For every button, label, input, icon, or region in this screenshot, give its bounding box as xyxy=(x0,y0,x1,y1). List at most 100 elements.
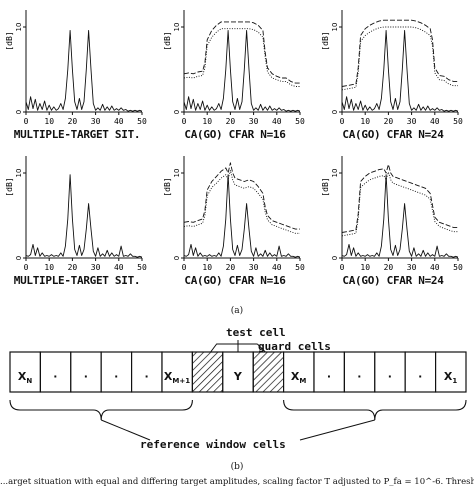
cell-label: Y xyxy=(221,370,255,383)
chart-title: MULTIPLE-TARGET SIT. xyxy=(13,274,141,287)
x-tick-label: 30 xyxy=(249,263,259,272)
x-tick-label: 50 xyxy=(295,263,305,272)
y-tick-label: 0 xyxy=(331,110,339,114)
cell-label-main: X xyxy=(443,370,453,383)
x-tick-label: 0 xyxy=(182,263,187,272)
x-tick-label: 50 xyxy=(453,117,463,126)
cell-label-main: X xyxy=(17,370,27,383)
x-tick-label: 40 xyxy=(430,263,440,272)
x-tick-label: 10 xyxy=(44,117,54,126)
x-tick-label: 10 xyxy=(360,117,370,126)
x-tick-label: 20 xyxy=(68,117,78,126)
x-tick-label: 20 xyxy=(226,117,236,126)
x-tick-label: 20 xyxy=(384,117,394,126)
y-tick-label: 10 xyxy=(331,169,339,178)
x-tick-label: 0 xyxy=(340,263,345,272)
reference-cell xyxy=(404,351,437,393)
guard-pointer-left xyxy=(210,343,258,353)
y-tick-label: 10 xyxy=(15,169,23,178)
cell-label-main: · xyxy=(53,370,58,383)
series-solid xyxy=(25,29,143,112)
cell-label: XM xyxy=(282,370,316,385)
cell-label: · xyxy=(373,370,407,383)
cell-label-main: · xyxy=(144,370,149,383)
brace-connector-right xyxy=(299,419,375,441)
x-tick-label: 40 xyxy=(272,263,282,272)
guard-cells-label: guard cells xyxy=(258,340,331,353)
y-axis-label: [dB] xyxy=(321,31,330,50)
series-solid xyxy=(341,174,459,258)
cell-label-main: · xyxy=(387,370,392,383)
cell-label-main: · xyxy=(326,370,332,383)
series-solid xyxy=(341,29,459,112)
x-tick-label: 30 xyxy=(91,117,101,126)
subfigure-label-b: (b) xyxy=(230,462,244,472)
cell-label-sub: M+1 xyxy=(172,377,191,386)
y-axis-label: [dB] xyxy=(163,31,172,50)
x-tick-label: 40 xyxy=(114,263,124,272)
x-tick-label: 10 xyxy=(202,263,212,272)
series-dotted xyxy=(341,26,458,91)
x-tick-label: 40 xyxy=(114,117,124,126)
x-tick-label: 20 xyxy=(68,263,78,272)
x-tick-label: 50 xyxy=(295,117,305,126)
y-tick-label: 0 xyxy=(15,256,23,260)
cell-label-sub: 1 xyxy=(452,377,458,386)
series-dashed xyxy=(183,21,300,84)
x-tick-label: 10 xyxy=(360,263,370,272)
cell-label-main: · xyxy=(418,370,423,383)
chart-title: CA(GO) CFAR N=16 xyxy=(184,128,286,141)
x-tick-label: 0 xyxy=(24,263,29,272)
y-axis-label: [dB] xyxy=(163,177,172,196)
y-tick-label: 10 xyxy=(173,23,181,32)
series-dotted xyxy=(341,171,458,237)
x-tick-label: 30 xyxy=(407,263,417,272)
x-tick-label: 50 xyxy=(137,117,147,126)
series-dotted xyxy=(183,169,300,234)
y-axis-label: [dB] xyxy=(321,177,330,196)
x-tick-label: 10 xyxy=(202,117,212,126)
cell-label: XN xyxy=(8,370,42,385)
cfar-window-diagram: test cell guard cells reference window c… xyxy=(0,322,474,462)
cell-label: · xyxy=(342,370,376,383)
cell-label: · xyxy=(403,370,437,383)
cell-label: · xyxy=(130,370,164,383)
x-tick-label: 50 xyxy=(137,263,147,272)
y-tick-label: 0 xyxy=(331,256,339,260)
cell-label-main: Y xyxy=(233,370,242,383)
reference-brace xyxy=(283,399,467,421)
series-solid xyxy=(25,174,143,258)
x-tick-label: 40 xyxy=(430,117,440,126)
y-axis-label: [dB] xyxy=(5,177,14,196)
reference-cell xyxy=(374,351,406,393)
chart-title: CA(GO) CFAR N=24 xyxy=(342,274,444,287)
x-tick-label: 30 xyxy=(407,117,417,126)
chart-title: CA(GO) CFAR N=24 xyxy=(342,128,444,141)
y-tick-label: 10 xyxy=(15,23,23,32)
reference-cell xyxy=(131,351,163,393)
diagram-svg xyxy=(9,340,467,441)
y-tick-label: 10 xyxy=(173,169,181,178)
cell-label-main: X xyxy=(163,370,173,383)
series-solid xyxy=(183,174,301,258)
series-solid xyxy=(183,29,301,112)
cell-label-sub: N xyxy=(26,377,33,386)
reference-cell xyxy=(283,351,315,393)
brace-connector-left xyxy=(101,419,151,441)
cell-label-main: · xyxy=(114,370,119,383)
reference-brace xyxy=(9,399,193,421)
reference-cell xyxy=(313,351,345,393)
x-tick-label: 0 xyxy=(340,117,345,126)
y-tick-label: 0 xyxy=(173,110,181,114)
guard-cell xyxy=(191,351,224,393)
figure-caption: ...arget situation with equal and differ… xyxy=(0,477,474,487)
x-tick-label: 30 xyxy=(249,117,259,126)
cell-label-main: · xyxy=(83,370,88,383)
x-tick-label: 0 xyxy=(24,117,29,126)
cell-label: X1 xyxy=(434,370,468,385)
